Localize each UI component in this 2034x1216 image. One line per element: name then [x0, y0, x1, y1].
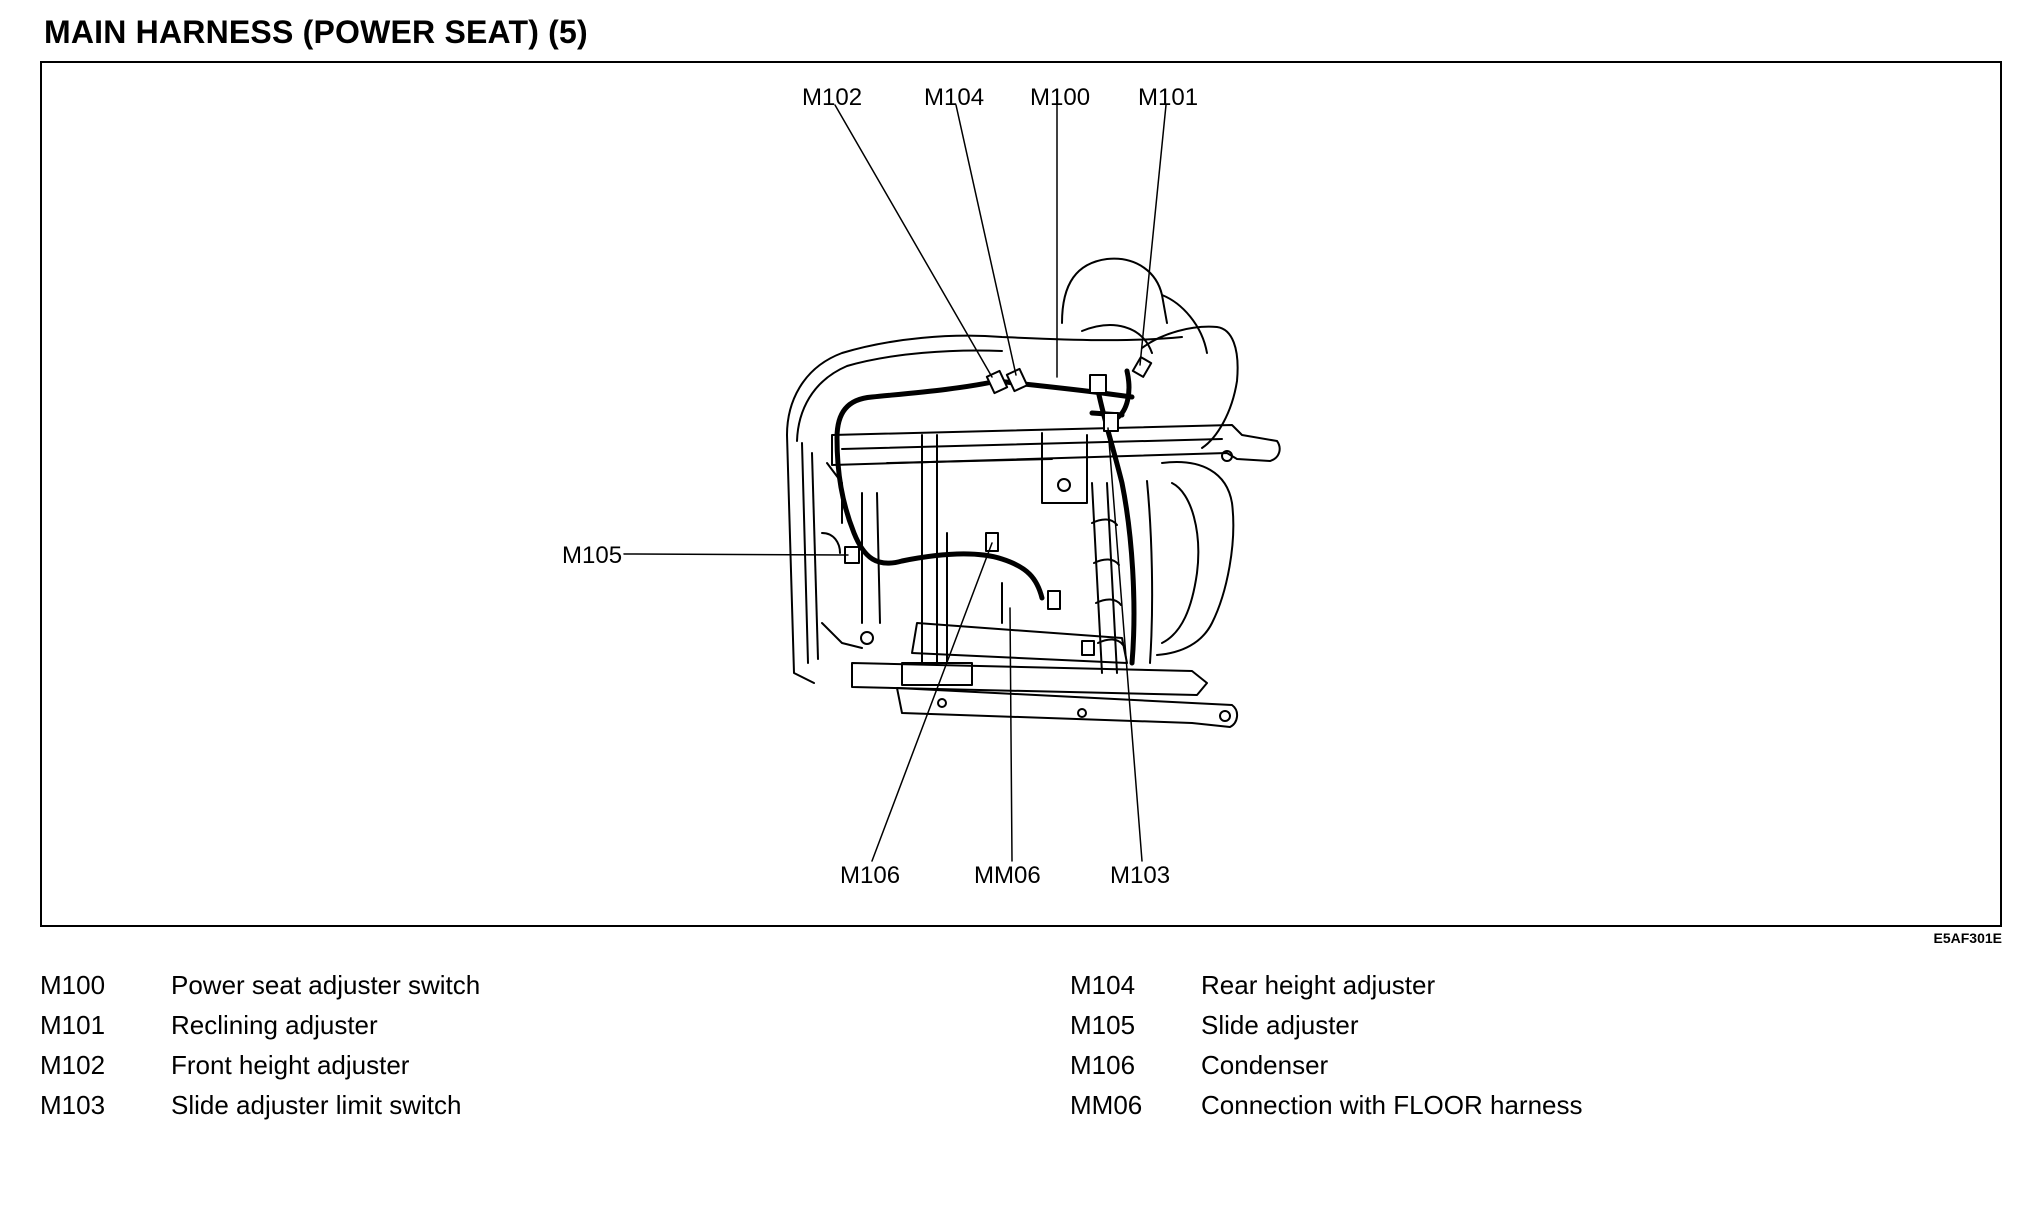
legend-description: Power seat adjuster switch: [171, 970, 481, 1000]
legend-code: M106: [1070, 1050, 1136, 1080]
wiring-harness: [834, 368, 1137, 666]
legend-description: Slide adjuster: [1201, 1010, 1359, 1040]
legend-description: Condenser: [1201, 1050, 1329, 1080]
seat-back-illustration: [1061, 257, 1239, 656]
diagram-frame: M102 M104 M100 M101 M105 M106 MM06 M103: [40, 61, 2002, 927]
callout-m104: M104: [924, 84, 984, 111]
legend-description: Slide adjuster limit switch: [171, 1090, 462, 1120]
callout-m105: M105: [562, 542, 622, 569]
callout-m101: M101: [1138, 84, 1198, 111]
seat-cushion-illustration: [786, 334, 1183, 684]
legend-description: Front height adjuster: [171, 1050, 410, 1080]
legend-description: Connection with FLOOR harness: [1201, 1090, 1583, 1120]
callout-mm06: MM06: [974, 862, 1041, 889]
legend-code: M105: [1070, 1010, 1136, 1040]
legend-description: Reclining adjuster: [171, 1010, 378, 1040]
seat-harness-diagram: M102 M104 M100 M101 M105 M106 MM06 M103: [562, 84, 1281, 889]
callout-m106: M106: [840, 862, 900, 889]
legend-description: Rear height adjuster: [1201, 970, 1436, 1000]
legend-code: M101: [40, 1010, 106, 1040]
connectors: [844, 356, 1153, 656]
callout-m100: M100: [1030, 84, 1090, 111]
legend-code: M103: [40, 1090, 106, 1120]
figure-code: E5AF301E: [1933, 930, 2002, 946]
page-title: MAIN HARNESS (POWER SEAT) (5): [44, 14, 588, 50]
legend-code: M100: [40, 970, 106, 1000]
callout-m102: M102: [802, 84, 862, 111]
legend-code: M102: [40, 1050, 106, 1080]
leader-lines: [623, 104, 1167, 862]
legend-code: MM06: [1070, 1090, 1143, 1120]
callout-m103: M103: [1110, 862, 1170, 889]
legend-code: M104: [1070, 970, 1136, 1000]
